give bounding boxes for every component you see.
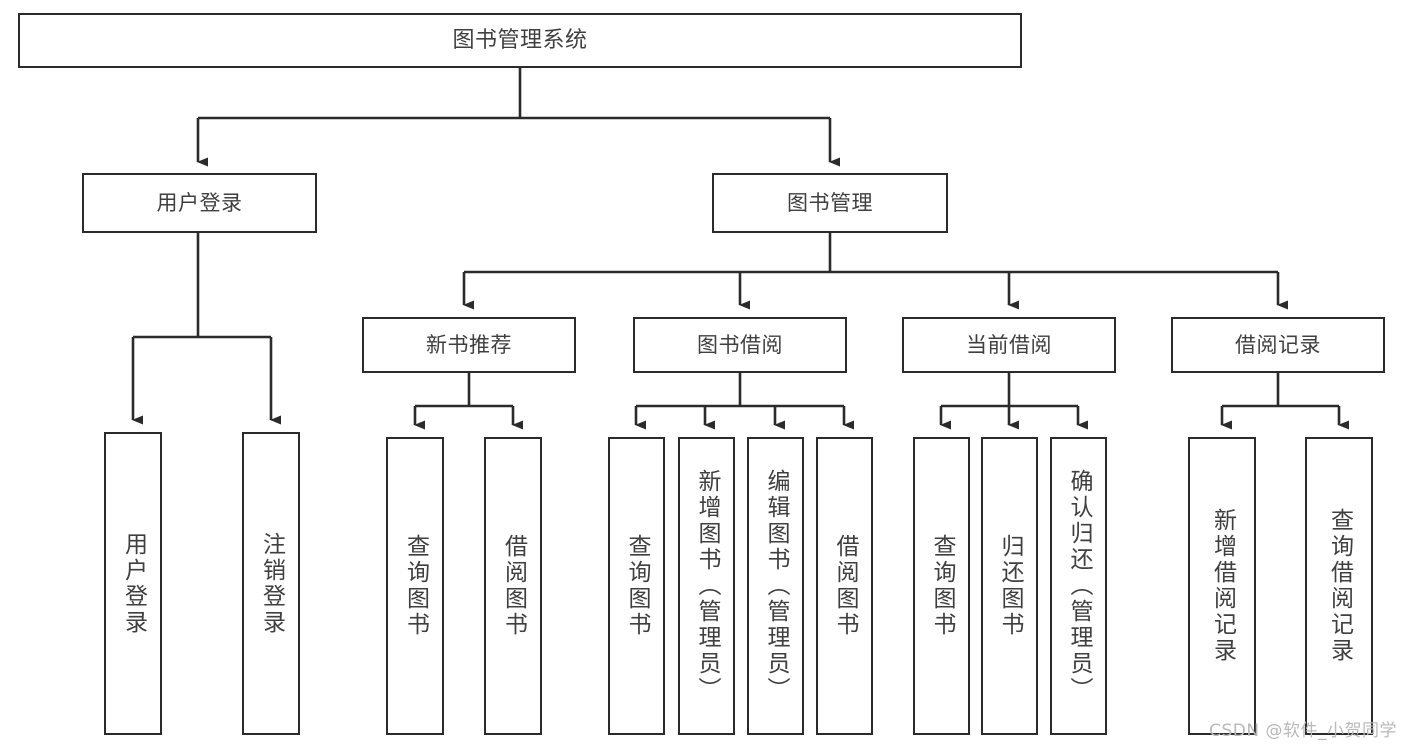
- leaf-new-books-query-book[interactable]: 查询图书: [386, 437, 444, 735]
- node-label: 新增图书（管理员）: [694, 469, 720, 703]
- node-label: 新增借阅记录: [1209, 508, 1236, 664]
- node-label: 用户登录: [156, 190, 243, 215]
- leaf-records-query-record[interactable]: 查询借阅记录: [1305, 437, 1373, 735]
- node-label: 用户登录: [120, 531, 147, 636]
- leaf-borrow-borrow-book[interactable]: 借阅图书: [816, 437, 873, 735]
- node-label: 查询借阅记录: [1326, 508, 1353, 664]
- node-root-book-management-system[interactable]: 图书管理系统: [18, 13, 1022, 68]
- node-new-book-recommendation[interactable]: 新书推荐: [362, 317, 576, 373]
- node-label: 确认归还（管理员）: [1066, 469, 1092, 703]
- leaf-user-login-signout[interactable]: 注销登录: [242, 432, 300, 735]
- csdn-watermark: CSDN @软件_小贺同学: [1209, 721, 1397, 741]
- node-label: 归还图书: [997, 534, 1023, 638]
- node-book-management[interactable]: 图书管理: [712, 173, 948, 233]
- leaf-borrow-edit-book-admin[interactable]: 编辑图书（管理员）: [747, 437, 804, 735]
- node-label: 查询图书: [402, 534, 429, 638]
- node-label: 图书管理系统: [452, 27, 588, 53]
- node-label: 新书推荐: [426, 332, 512, 357]
- node-label: 当前借阅: [966, 332, 1052, 357]
- node-label: 借阅图书: [832, 534, 858, 638]
- leaf-borrow-query-book[interactable]: 查询图书: [608, 437, 665, 735]
- leaf-current-confirm-return-admin[interactable]: 确认归还（管理员）: [1050, 437, 1107, 735]
- node-label: 注销登录: [258, 531, 285, 636]
- node-label: 图书管理: [787, 190, 873, 215]
- node-book-borrowing[interactable]: 图书借阅: [633, 317, 847, 373]
- node-label: 编辑图书（管理员）: [763, 469, 789, 703]
- leaf-current-return-book[interactable]: 归还图书: [981, 437, 1038, 735]
- node-label: 查询图书: [624, 534, 650, 638]
- leaf-records-add-record[interactable]: 新增借阅记录: [1188, 437, 1256, 735]
- node-current-borrowing[interactable]: 当前借阅: [902, 317, 1116, 373]
- leaf-current-query-book[interactable]: 查询图书: [913, 437, 970, 735]
- leaf-user-login-signin[interactable]: 用户登录: [104, 432, 162, 735]
- node-borrowing-records[interactable]: 借阅记录: [1171, 317, 1385, 373]
- node-label: 借阅记录: [1235, 332, 1321, 357]
- leaf-borrow-add-book-admin[interactable]: 新增图书（管理员）: [678, 437, 735, 735]
- node-label: 查询图书: [929, 534, 955, 638]
- node-user-login[interactable]: 用户登录: [82, 173, 317, 233]
- node-label: 图书借阅: [697, 332, 783, 357]
- leaf-new-books-borrow-book[interactable]: 借阅图书: [484, 437, 542, 735]
- node-label: 借阅图书: [500, 534, 527, 638]
